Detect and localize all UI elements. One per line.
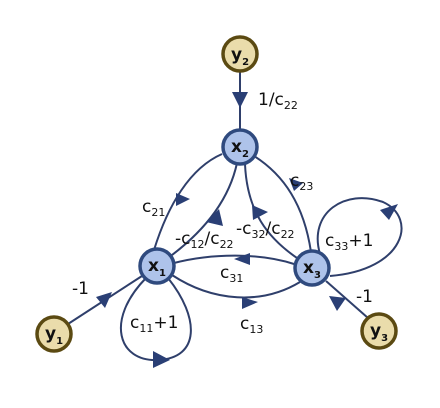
arrowhead [206,209,223,226]
edge-y2-x2 [232,72,248,131]
arrowhead [252,205,268,220]
edge-x1-self-loop [119,277,192,368]
arrowhead [232,92,248,108]
arrowhead [176,193,190,206]
arrowhead [289,178,303,191]
node-label: y3 [370,321,388,344]
label-y2-x2: 1/c22 [258,90,298,112]
arrowhead [96,292,112,308]
arrowhead [234,253,250,265]
edge-x1-y1 [67,275,143,325]
arrowhead [153,351,170,368]
node-x2: x2 [221,128,259,166]
node-x1: x1 [138,247,176,285]
label-x3-self: c33+1 [325,231,373,253]
edge-x2-x3 [253,155,312,253]
label-x3-y3: -1 [356,287,373,307]
label-x2-x3: c23 [290,171,313,193]
node-label: x1 [148,256,166,279]
label-x2-x1: c21 [142,197,165,219]
node-label: x2 [231,137,249,160]
label-x3-x1: c31 [220,263,243,285]
label-x2-x1-inner: -c12/c22 [175,229,234,251]
edge-x3-y3 [325,280,369,319]
node-x3: x3 [293,249,331,287]
arrowhead [242,297,258,309]
node-y1: y1 [35,315,73,353]
edge-x3-self-loop [316,197,403,277]
edge-x2-x1 [153,153,223,251]
node-label: y1 [45,324,63,347]
edge-x2-x1-inner [167,162,238,259]
node-y2: y2 [221,35,259,73]
label-x1-self: c11+1 [130,313,178,335]
label-x1-x3: c13 [240,314,263,336]
label-x2-x3-inner: -c32/c22 [236,219,295,241]
arrowhead [380,204,398,220]
label-x1-y1: -1 [72,279,89,299]
node-label: y2 [231,45,249,68]
arrowhead [329,296,346,311]
edge-x3-x1 [173,253,295,265]
edge-x1-x3 [171,274,301,309]
edge-x2-x3-inner [244,163,298,259]
node-label: x3 [303,258,321,281]
node-y3: y3 [360,312,398,350]
